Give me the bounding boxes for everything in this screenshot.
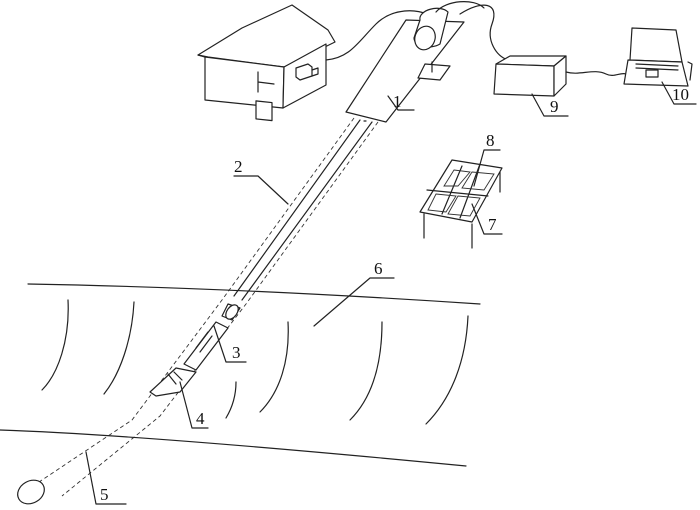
winch-platform [345, 1, 485, 123]
label-6: 6 [374, 259, 383, 278]
solar-panel-array [419, 159, 503, 249]
label-7: 7 [488, 215, 497, 234]
label-10: 10 [672, 85, 689, 104]
callout-2: 2 [233, 157, 289, 205]
label-3: 3 [232, 343, 241, 362]
probe-head [149, 367, 197, 397]
label-9: 9 [550, 97, 559, 116]
callout-6: 6 [313, 259, 395, 327]
laptop-screen [629, 27, 683, 63]
label-1: 1 [393, 92, 402, 111]
callout-9: 9 [531, 93, 569, 117]
label-5: 5 [100, 485, 109, 504]
control-box [493, 55, 567, 97]
callout-1: 1 [387, 92, 415, 111]
laptop-computer [623, 27, 693, 87]
label-2: 2 [234, 157, 243, 176]
borehole-end [17, 479, 45, 505]
label-4: 4 [196, 409, 205, 428]
cable-building-to-winch [325, 10, 431, 61]
cable-winch-to-box [459, 4, 509, 61]
building-window [255, 100, 273, 122]
label-8: 8 [486, 131, 495, 150]
water-region [0, 283, 481, 467]
callout-3: 3 [213, 325, 247, 363]
winch-base-plate [417, 63, 451, 81]
cable-box-to-laptop [565, 71, 627, 77]
probe-string [149, 303, 241, 397]
probe-body [183, 321, 229, 371]
callout-10: 10 [661, 81, 697, 105]
callout-8: 8 [473, 131, 501, 187]
callout-5: 5 [85, 451, 127, 505]
borehole [29, 117, 379, 497]
building [197, 4, 336, 122]
callout-4: 4 [179, 381, 209, 429]
callout-7: 7 [471, 203, 503, 235]
